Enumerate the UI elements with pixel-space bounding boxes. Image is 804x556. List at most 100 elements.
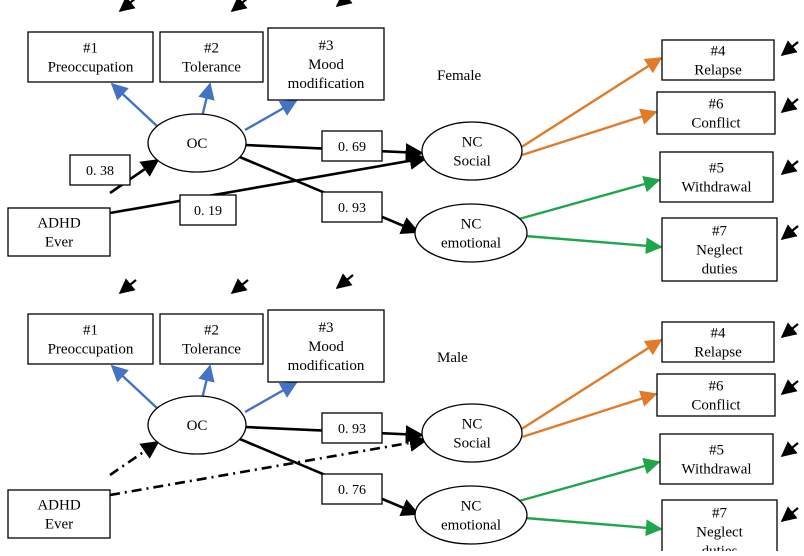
nc-social-node-ellipse xyxy=(421,121,523,181)
preoccupation-item-line-1: #1 xyxy=(83,41,98,57)
preoccupation-item-line-1: #1 xyxy=(83,323,98,339)
mood-modification-item-line-3: modification xyxy=(288,76,365,92)
neglect-duties-item-line-1: #7 xyxy=(712,506,728,522)
adhd-to-nc-social-arrow xyxy=(109,151,428,215)
adhd-ever-node-box xyxy=(7,207,111,257)
relapse-item-line-1: #4 xyxy=(711,44,727,60)
nc-emotional-to-neglect-arrow xyxy=(524,516,663,537)
neglect-duties-item-line-3: duties xyxy=(702,544,738,552)
adhd-ever-node-line-2: Ever xyxy=(45,517,73,533)
oc-to-preoccupation-arrow xyxy=(110,364,159,410)
preoccupation-item-box xyxy=(27,313,154,365)
oc-to-mood-arrow xyxy=(244,381,298,414)
withdrawal-item-line-1: #5 xyxy=(709,443,724,459)
mood-modification-item-line-2: Mood xyxy=(308,339,344,355)
conflict-item-line-1: #6 xyxy=(709,97,725,113)
oc-emotional-coefficient-box xyxy=(321,473,383,505)
neglect-duties-item-line-2: Neglect xyxy=(696,525,743,541)
mood-error-arrow xyxy=(335,0,353,7)
relapse-item-box xyxy=(661,321,775,363)
withdrawal-error-arrow xyxy=(780,441,799,457)
nc-social-node-ellipse xyxy=(421,403,523,463)
nc-social-node-line-2: Social xyxy=(453,436,491,452)
neglect-duties-item-line-2: Neglect xyxy=(696,243,743,259)
nc-emotional-node-line-1: NC xyxy=(461,499,482,515)
mood-modification-item-line-1: #3 xyxy=(319,320,334,336)
oc-emotional-coefficient-box xyxy=(321,191,383,223)
preoccupation-error-arrow xyxy=(118,0,136,12)
mood-modification-item-line-2: Mood xyxy=(308,57,344,73)
female-panel: Female#1Preoccupation#2Tolerance#3Moodmo… xyxy=(7,0,799,282)
mood-modification-item-line-3: modification xyxy=(288,358,365,374)
relapse-error-arrow xyxy=(780,40,799,56)
mood-error-arrow xyxy=(335,273,354,289)
preoccupation-item-line-2: Preoccupation xyxy=(48,342,134,358)
oc-node-line-1: OC xyxy=(187,418,208,434)
withdrawal-item-line-1: #5 xyxy=(709,161,724,177)
relapse-item-line-1: #4 xyxy=(711,326,727,342)
adhd-ever-node-line-2: Ever xyxy=(45,235,73,251)
panel-title: Female xyxy=(437,68,481,84)
preoccupation-error-arrow xyxy=(118,278,137,294)
withdrawal-item-line-2: Withdrawal xyxy=(681,462,751,478)
oc-to-mood-arrow xyxy=(244,99,298,132)
neglect-error-arrow xyxy=(780,506,799,522)
conflict-item-line-2: Conflict xyxy=(691,398,741,414)
oc-social-coefficient-box xyxy=(321,130,383,162)
neglect-duties-item-box xyxy=(661,217,778,282)
adhd-oc-coefficient-value: 0. 38 xyxy=(86,164,114,179)
nc-social-to-relapse-arrow xyxy=(519,338,663,432)
adhd-to-nc-social-arrow xyxy=(109,433,428,497)
tolerance-error-arrow xyxy=(230,0,248,12)
tolerance-item-box xyxy=(159,31,264,83)
conflict-item-line-2: Conflict xyxy=(691,116,741,132)
oc-to-tolerance-arrow xyxy=(198,364,215,400)
nc-social-node-line-1: NC xyxy=(462,135,483,151)
relapse-error-arrow xyxy=(780,322,799,338)
oc-social-coefficient-value: 0. 93 xyxy=(338,422,366,437)
oc-node-ellipse xyxy=(147,113,247,173)
nc-social-node-line-2: Social xyxy=(453,154,491,170)
nc-social-to-relapse-arrow xyxy=(519,56,663,150)
nc-emotional-node-line-2: emotional xyxy=(441,236,501,252)
adhd-social-coefficient-value: 0. 19 xyxy=(194,204,222,219)
nc-emotional-node-line-1: NC xyxy=(461,217,482,233)
relapse-item-line-2: Relapse xyxy=(694,345,742,361)
neglect-duties-item-box xyxy=(661,499,778,556)
relapse-item-line-2: Relapse xyxy=(694,63,742,79)
adhd-ever-node-line-1: ADHD xyxy=(37,216,80,232)
tolerance-item-line-1: #2 xyxy=(204,323,219,339)
oc-to-preoccupation-arrow xyxy=(110,82,159,128)
withdrawal-error-arrow xyxy=(780,159,799,175)
adhd-to-oc-arrow xyxy=(109,158,160,195)
oc-node-ellipse xyxy=(147,395,247,455)
withdrawal-item-box xyxy=(659,433,774,485)
neglect-error-arrow xyxy=(780,224,799,240)
conflict-error-arrow xyxy=(780,379,799,395)
oc-social-coefficient-box xyxy=(321,412,383,444)
tolerance-error-arrow xyxy=(230,278,249,294)
nc-emotional-node-ellipse xyxy=(414,203,528,263)
mood-modification-item-box xyxy=(267,309,385,383)
nc-emotional-node-ellipse xyxy=(414,485,528,545)
conflict-error-arrow xyxy=(780,97,799,113)
conflict-item-box xyxy=(656,91,776,135)
oc-node-line-1: OC xyxy=(187,136,208,152)
adhd-social-coefficient-box xyxy=(179,194,237,226)
neglect-duties-item-line-1: #7 xyxy=(712,224,728,240)
oc-to-tolerance-arrow xyxy=(198,82,215,118)
tolerance-item-line-1: #2 xyxy=(204,41,219,57)
nc-social-to-conflict-arrow xyxy=(521,108,658,157)
adhd-oc-coefficient-box xyxy=(69,154,131,186)
nc-social-node-line-1: NC xyxy=(462,417,483,433)
conflict-item-box xyxy=(656,373,776,417)
tolerance-item-line-2: Tolerance xyxy=(182,342,241,358)
nc-emotional-to-neglect-arrow xyxy=(524,234,663,255)
mood-modification-item-line-1: #3 xyxy=(319,38,334,54)
withdrawal-item-box xyxy=(659,151,774,203)
adhd-ever-node-box xyxy=(7,489,111,539)
nc-emotional-to-withdrawal-arrow xyxy=(518,175,661,221)
neglect-duties-item-line-3: duties xyxy=(702,262,738,278)
oc-emotional-coefficient-value: 0. 93 xyxy=(338,201,366,216)
nc-emotional-node-line-2: emotional xyxy=(441,518,501,534)
